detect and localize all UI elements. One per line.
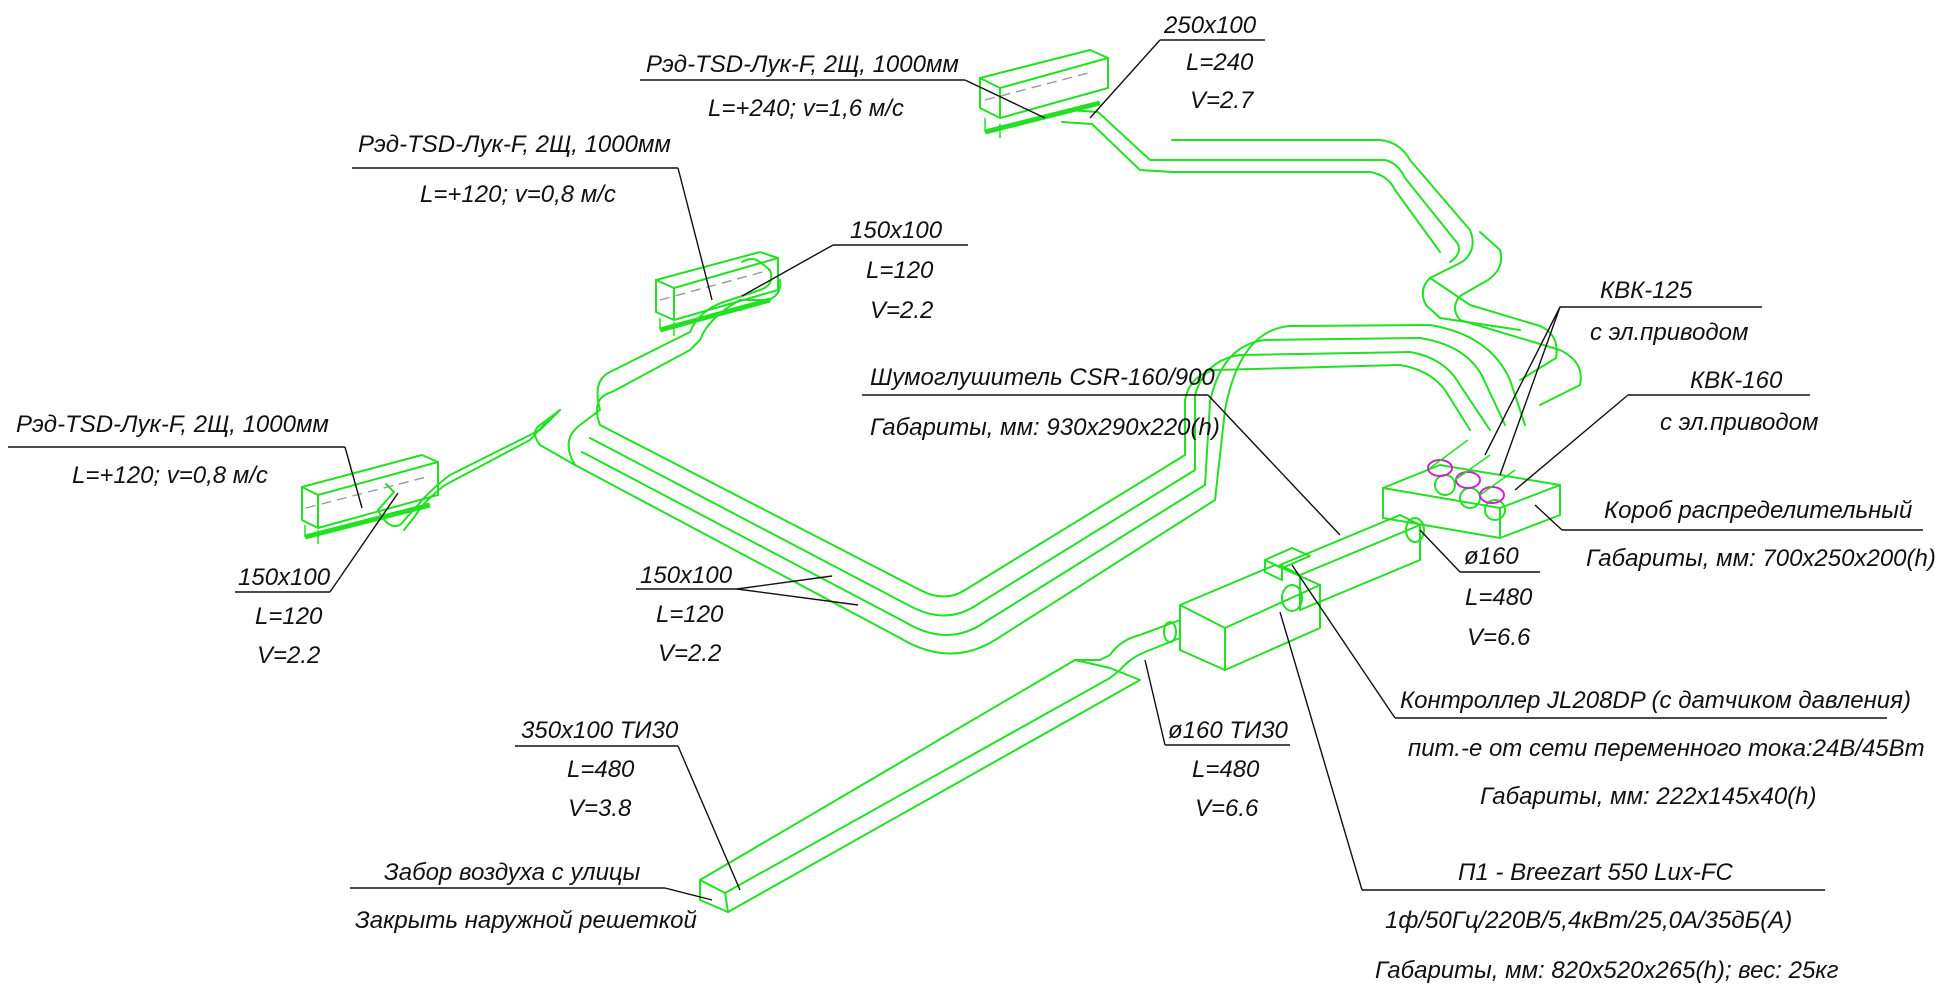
- kvk160-drive: с эл.приводом: [1660, 409, 1818, 436]
- grille-left-flow: L=+120; v=0,8 м/с: [72, 462, 268, 489]
- unit-p1-model: П1 - Breezart 550 Lux-FC: [1458, 859, 1733, 886]
- duct-150-left-size: 150x100: [238, 564, 331, 591]
- unit-p1: [1179, 564, 1321, 671]
- intake-title: Забор воздуха с улицы: [384, 859, 641, 886]
- duct-250-flow: L=240: [1186, 49, 1254, 76]
- duct-150-left-velocity: V=2.2: [257, 642, 320, 669]
- duct-160-flow: L=480: [1465, 584, 1533, 611]
- silencer-dims: Габариты, мм: 930x290x220(h): [870, 414, 1220, 441]
- controller-model: Контроллер JL208DP (с датчиком давления): [1400, 687, 1911, 714]
- duct-350-velocity: V=3.8: [568, 795, 632, 822]
- silencer: [1279, 514, 1425, 611]
- duct-250-velocity: V=2.7: [1190, 87, 1255, 114]
- duct-160-insul-size: ø160 ТИ30: [1168, 717, 1289, 744]
- grille-left: [301, 454, 439, 544]
- distribution-box-dims: Габариты, мм: 700x250x200(h): [1586, 545, 1935, 572]
- duct-250x100: [1061, 109, 1582, 406]
- duct-150-mid-velocity: V=2.2: [870, 297, 933, 324]
- label-unit-p1: П1 - Breezart 550 Lux-FC 1ф/50Гц/220В/5,…: [1375, 859, 1839, 984]
- duct-160-insul-velocity: V=6.6: [1195, 795, 1259, 822]
- label-kvk125: КВК-125 с эл.приводом: [1590, 277, 1748, 346]
- duct-150-center-size: 150x100: [640, 562, 733, 589]
- silencer-model: Шумоглушитель CSR-160/900: [870, 364, 1215, 391]
- duct-150x100-center: [567, 299, 1526, 655]
- kvk-dampers: [1427, 439, 1516, 504]
- duct-350x100-insulated: [699, 659, 1141, 913]
- label-duct-350: 350x100 ТИ30 L=480 V=3.8: [521, 717, 679, 822]
- grille-top-model: Рэд-TSD-Лук-F, 2Щ, 1000мм: [646, 51, 959, 78]
- duct-160-insul-flow: L=480: [1192, 756, 1260, 783]
- intake-note: Закрыть наружной решеткой: [355, 907, 697, 934]
- duct-350-flow: L=480: [567, 756, 635, 783]
- kvk125-model: КВК-125: [1600, 277, 1693, 304]
- label-duct-250: 250x100 L=240 V=2.7: [1163, 12, 1257, 114]
- duct-150-mid-flow: L=120: [866, 257, 934, 284]
- label-duct-150-center: 150x100 L=120 V=2.2: [640, 562, 733, 667]
- label-duct-160: ø160 L=480 V=6.6: [1464, 543, 1533, 651]
- distribution-box: [1382, 464, 1561, 539]
- label-duct-160-insul: ø160 ТИ30 L=480 V=6.6: [1168, 717, 1289, 822]
- label-grille-mid: Рэд-TSD-Лук-F, 2Щ, 1000мм L=+120; v=0,8 …: [358, 131, 671, 208]
- grille-mid-model: Рэд-TSD-Лук-F, 2Щ, 1000мм: [358, 131, 671, 158]
- grille-top-flow: L=+240; v=1,6 м/с: [708, 95, 904, 122]
- duct-150-center-flow: L=120: [656, 601, 724, 628]
- grille-mid-flow: L=+120; v=0,8 м/с: [420, 181, 616, 208]
- duct-160-velocity: V=6.6: [1467, 624, 1531, 651]
- grille-mid: [655, 251, 779, 336]
- controller-power: пит.-е от сети переменного тока:24В/45Вт: [1408, 735, 1925, 762]
- grille-left-model: Рэд-TSD-Лук-F, 2Щ, 1000мм: [16, 411, 329, 438]
- label-duct-150-mid: 150x100 L=120 V=2.2: [850, 217, 943, 324]
- unit-p1-dims: Габариты, мм: 820x520x265(h); вес: 25кг: [1375, 957, 1839, 984]
- duct-250-size: 250x100: [1163, 12, 1257, 39]
- controller-box: [1264, 547, 1311, 581]
- unit-p1-electrical: 1ф/50Гц/220В/5,4кВт/25,0А/35дБ(А): [1385, 907, 1792, 934]
- duct-350-size: 350x100 ТИ30: [521, 717, 679, 744]
- kvk160-model: КВК-160: [1690, 367, 1783, 394]
- grille-top: [979, 49, 1109, 138]
- label-duct-150-left: 150x100 L=120 V=2.2: [238, 564, 331, 669]
- duct-150-left-flow: L=120: [255, 603, 323, 630]
- label-grille-top: Рэд-TSD-Лук-F, 2Щ, 1000мм L=+240; v=1,6 …: [646, 51, 959, 122]
- duct-150-center-velocity: V=2.2: [658, 640, 721, 667]
- duct-160-size: ø160: [1464, 543, 1519, 570]
- duct-network: [377, 109, 1582, 913]
- duct-160-insulated: [1099, 619, 1181, 679]
- label-controller: Контроллер JL208DP (с датчиком давления)…: [1400, 687, 1925, 810]
- label-silencer: Шумоглушитель CSR-160/900 Габариты, мм: …: [870, 364, 1220, 441]
- kvk125-drive: с эл.приводом: [1590, 319, 1748, 346]
- label-intake: Забор воздуха с улицы Закрыть наружной р…: [355, 859, 697, 934]
- controller-dims: Габариты, мм: 222x145x40(h): [1480, 783, 1817, 810]
- label-distribution-box: Короб распределительный Габариты, мм: 70…: [1586, 497, 1935, 572]
- duct-150-mid-size: 150x100: [850, 217, 943, 244]
- label-grille-left: Рэд-TSD-Лук-F, 2Щ, 1000мм L=+120; v=0,8 …: [16, 411, 329, 489]
- leader-lines: [8, 39, 1923, 901]
- distribution-box-name: Короб распределительный: [1604, 497, 1912, 524]
- label-kvk160: КВК-160 с эл.приводом: [1660, 367, 1818, 436]
